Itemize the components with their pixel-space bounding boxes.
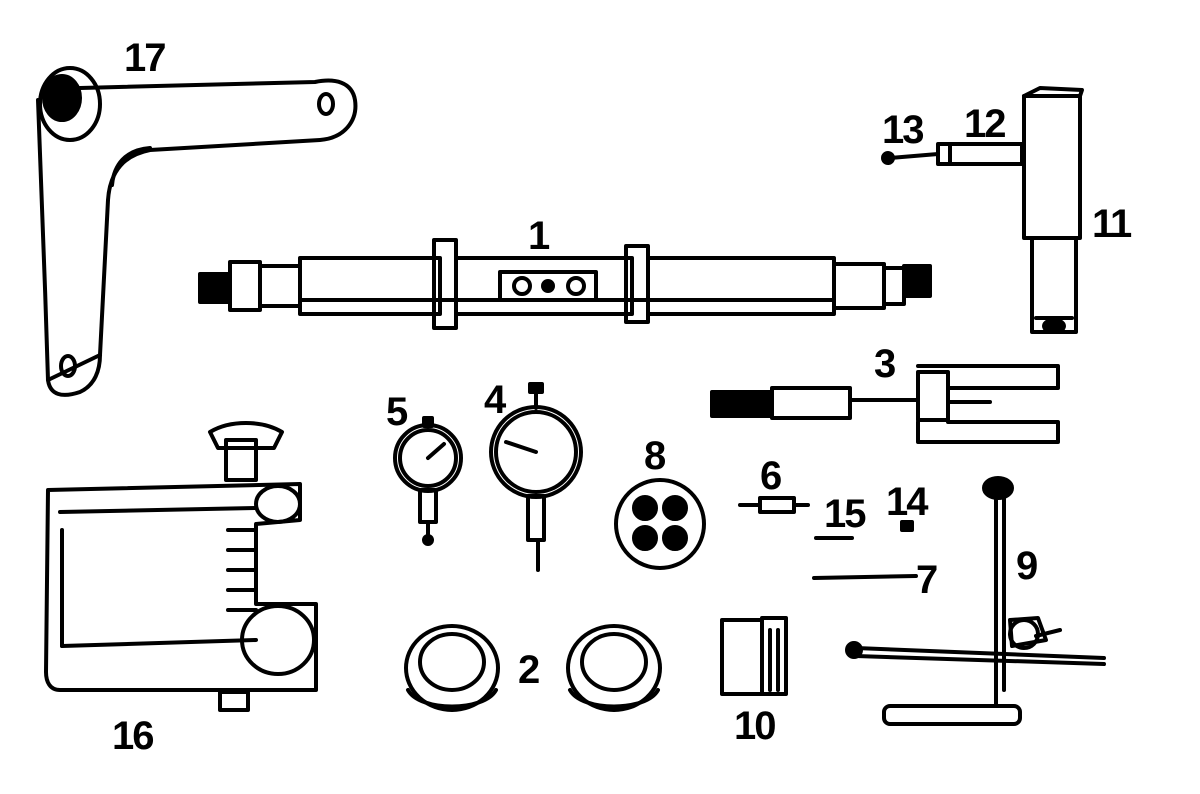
label-13: 13	[882, 108, 924, 152]
label-16: 16	[112, 714, 154, 758]
tool-16-clamp-frame	[44, 421, 318, 712]
label-3: 3	[874, 342, 896, 386]
label-10: 10	[734, 704, 776, 748]
tool-11-socket-handle	[1022, 86, 1084, 334]
tool-9-stand	[845, 476, 1106, 726]
label-12: 12	[964, 102, 1006, 146]
tool-1-shaft	[198, 238, 932, 330]
label-7: 7	[916, 558, 938, 602]
tool-7-thin-rod	[812, 574, 918, 580]
label-5: 5	[386, 390, 408, 434]
label-17: 17	[124, 36, 166, 80]
tool-2-rings	[404, 624, 662, 712]
label-14: 14	[886, 480, 928, 524]
label-8: 8	[644, 434, 666, 478]
label-6: 6	[760, 454, 782, 498]
tool-3-puller	[710, 364, 1060, 444]
label-1: 1	[528, 214, 550, 258]
tool-8-perforated-plate	[614, 478, 706, 570]
tool-5-small-dial-gauge	[393, 416, 463, 546]
label-9: 9	[1016, 544, 1038, 588]
label-4: 4	[484, 378, 506, 422]
tool-13-rod	[881, 151, 940, 165]
tool-14-small-part	[900, 520, 914, 532]
tool-4-large-dial-gauge	[489, 382, 583, 572]
tool-12-pin	[936, 142, 1024, 166]
tool-6-pin	[738, 496, 810, 514]
label-11: 11	[1092, 202, 1132, 246]
tool-17-angle-wrench	[36, 66, 358, 397]
label-2: 2	[518, 648, 540, 692]
tool-10-blocks	[720, 616, 788, 696]
label-15: 15	[824, 492, 866, 536]
